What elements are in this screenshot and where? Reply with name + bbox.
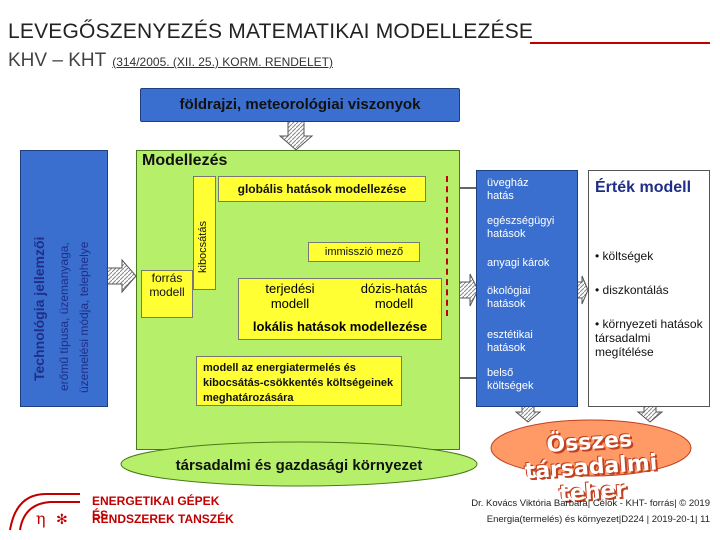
source-model-box: forrás modell [141,270,193,318]
total-societal-burden: Összes társadalmi teher [488,418,694,507]
svg-text:η: η [36,509,46,528]
societal-environment-label: társadalmi és gazdasági környezet [175,457,423,474]
emission-label: kibocsátás [197,221,209,273]
dispersion-model-label: terjedési modell [265,281,315,311]
footer-author: Dr. Kovács Viktória Barbara| Célok - KHT… [471,498,710,509]
department-logo: η ✻ ENERGETIKAI GÉPEK ÉS RENDSZEREK TANS… [6,490,236,534]
local-effects-box: terjedési modell dózis-hatás modell loká… [238,278,442,340]
arrow-model-to-effects [457,273,479,307]
geo-meteorological-box: földrajzi, meteorológiai viszonyok [140,88,460,122]
logo-line-1: ENERGETIKAI GÉPEK ÉS [92,494,220,522]
immission-field-box: immisszió mező [308,242,420,262]
title-underline [530,42,710,44]
effect-aesthetic: esztétikai hatások [487,329,533,354]
effect-ecological: ökológiai hatások [487,285,531,310]
subtitle-main: KHV – KHT [8,50,107,71]
logo-line-2: RENDSZEREK TANSZÉK [92,512,234,526]
technology-subtitle-1: erőmű típusa, üzemanyaga, [57,242,71,391]
value-item-social-perception: • környezeti hatások társadalmi megítélé… [595,317,703,359]
arrow-geo-to-model [278,119,314,151]
technology-title: Technológia jellemzői [31,236,47,381]
page-subtitle: KHV – KHT (314/2005. (XII. 25.) KORM. REN… [8,50,333,72]
effects-box: üvegház hatás egészségügyi hatások anyag… [476,170,578,407]
technology-characteristics-box: Technológia jellemzői erőmű típusa, üzem… [20,150,108,407]
value-model-box: Érték modell • költségek • diszkontálás … [588,170,710,407]
arrow-tech-to-model [105,258,137,294]
value-model-title: Érték modell [595,179,692,196]
global-effects-box: globális hatások modellezése [218,176,426,202]
societal-environment-ellipse [120,441,478,487]
energy-cost-model-box: modell az energiatermelés és kibocsátás-… [196,356,402,406]
footer-course: Energia(termelés) és környezet|D224 | 20… [486,514,710,525]
effect-internal-costs: belső költségek [487,367,534,392]
subtitle-regulation: (314/2005. (XII. 25.) KORM. RENDELET) [112,55,333,69]
page-title: LEVEGŐSZENYEZÉS MATEMATIKAI MODELLEZÉSE [8,20,534,43]
dose-effect-model-label: dózis-hatás modell [360,281,428,311]
eta-logo-icon: η ✻ [9,493,80,531]
value-item-discounting: • diszkontálás [595,283,669,297]
svg-text:✻: ✻ [56,512,68,528]
local-effects-label: lokális hatások modellezése [252,319,428,334]
effect-greenhouse: üvegház hatás [487,177,529,202]
dashed-divider [446,176,448,316]
value-item-costs: • költségek [595,249,654,263]
effect-material-damage: anyagi károk [487,257,550,269]
emission-box: kibocsátás [193,176,216,290]
total-burden-ellipse [490,419,692,477]
modelling-title: Modellezés [142,152,228,169]
effect-health: egészségügyi hatások [487,215,555,240]
technology-subtitle-2: üzemelési módja, telephelye [77,241,91,393]
